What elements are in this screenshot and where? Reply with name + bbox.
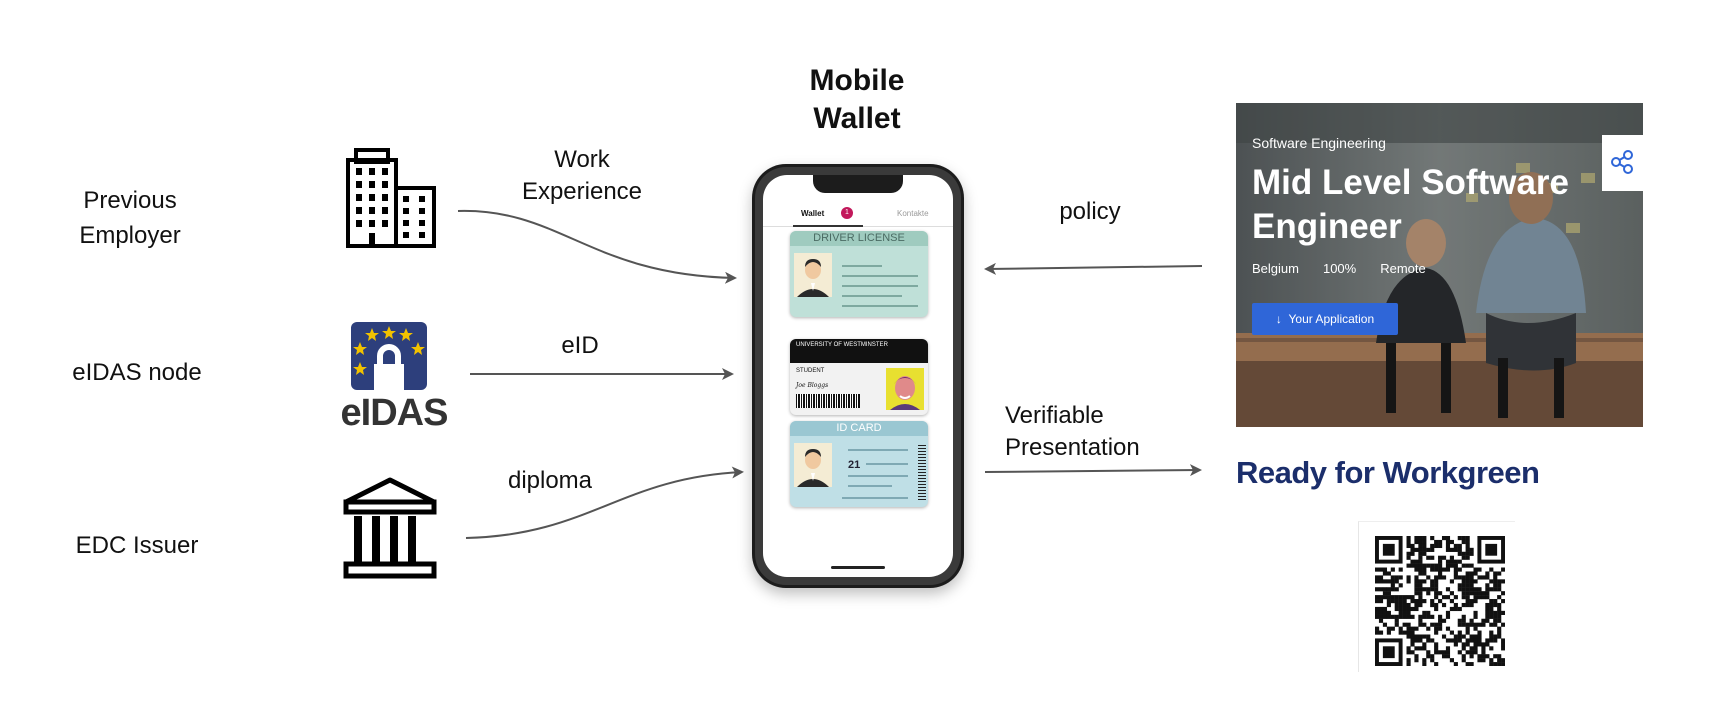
- phone-title: Mobile Wallet: [809, 64, 905, 135]
- your-application-label: Your Application: [1288, 312, 1375, 326]
- qr-code-frame: [1358, 521, 1515, 672]
- driver-license-card[interactable]: DRIVER LICENSE: [790, 231, 928, 317]
- phone-notch: [813, 175, 903, 193]
- office-building-icon: [346, 148, 436, 248]
- flow-label-verifiable-presentation: Verifiable Presentation: [1005, 402, 1140, 461]
- tab-wallet[interactable]: Wallet: [801, 209, 825, 218]
- source-label-previous-employer: Previous Employer: [79, 187, 181, 249]
- arrow-verifiable-presentation: [984, 464, 1202, 477]
- flow-label-policy: policy: [1059, 198, 1121, 225]
- ready-for-workgreen-heading: Ready for Workgreen: [1236, 455, 1540, 490]
- student-card[interactable]: UNIVERSITY OF WESTMINSTER STUDENT Joe Bl…: [790, 339, 928, 415]
- job-meta: Belgium 100% Remote: [1252, 261, 1450, 276]
- job-location: Belgium: [1252, 261, 1299, 276]
- eidas-logo-text: eIDAS: [340, 392, 449, 434]
- your-application-button[interactable]: ↓ Your Application: [1252, 303, 1398, 335]
- flow-label-eid: eID: [561, 332, 599, 359]
- job-category: Software Engineering: [1252, 135, 1386, 151]
- flow-label-diploma: diploma: [507, 467, 593, 494]
- office-meeting-photo: [1236, 103, 1643, 427]
- id-card-title: ID CARD: [790, 421, 928, 436]
- eidas-logo: eIDAS: [338, 322, 450, 434]
- id-photo: [794, 443, 832, 487]
- id-card[interactable]: ID CARD 21: [790, 421, 928, 507]
- id-barcode: [918, 445, 926, 501]
- id-number: 21: [848, 459, 861, 471]
- job-workload: 100%: [1322, 261, 1357, 276]
- home-indicator: [831, 566, 885, 569]
- share-button[interactable]: [1602, 135, 1643, 191]
- job-mode: Remote: [1380, 261, 1426, 276]
- tab-contacts[interactable]: Kontakte: [897, 209, 929, 218]
- qr-code: [1375, 536, 1505, 666]
- source-label-eidas-node: eIDAS node: [72, 359, 202, 386]
- arrow-work-experience: [457, 209, 737, 284]
- arrow-diploma: [465, 466, 744, 539]
- student-photo: [886, 368, 924, 410]
- license-photo: [794, 253, 832, 297]
- job-posting-card: Software Engineering Mid Level Software …: [1236, 103, 1643, 427]
- arrow-down-icon: ↓: [1275, 312, 1289, 326]
- student-label: STUDENT: [796, 368, 825, 374]
- share-icon: [1611, 150, 1633, 174]
- phone-screen: Wallet 1 Kontakte DRIVER LICENSE UNIVERS…: [763, 175, 953, 577]
- notification-badge: 1: [841, 207, 853, 219]
- institution-icon: [343, 477, 437, 579]
- student-barcode: [796, 394, 860, 408]
- flow-label-work-experience: Work Experience: [521, 146, 643, 205]
- source-label-edc-issuer: EDC Issuer: [75, 532, 199, 559]
- wallet-tabs: Wallet 1 Kontakte: [763, 205, 953, 227]
- mobile-phone: Wallet 1 Kontakte DRIVER LICENSE UNIVERS…: [752, 164, 964, 588]
- university-name: UNIVERSITY OF WESTMINSTER: [790, 339, 928, 363]
- arrow-policy: [984, 262, 1203, 275]
- driver-license-title: DRIVER LICENSE: [790, 231, 928, 246]
- job-title: Mid Level Software Engineer: [1252, 163, 1570, 246]
- student-name: Joe Bloggs: [796, 382, 829, 389]
